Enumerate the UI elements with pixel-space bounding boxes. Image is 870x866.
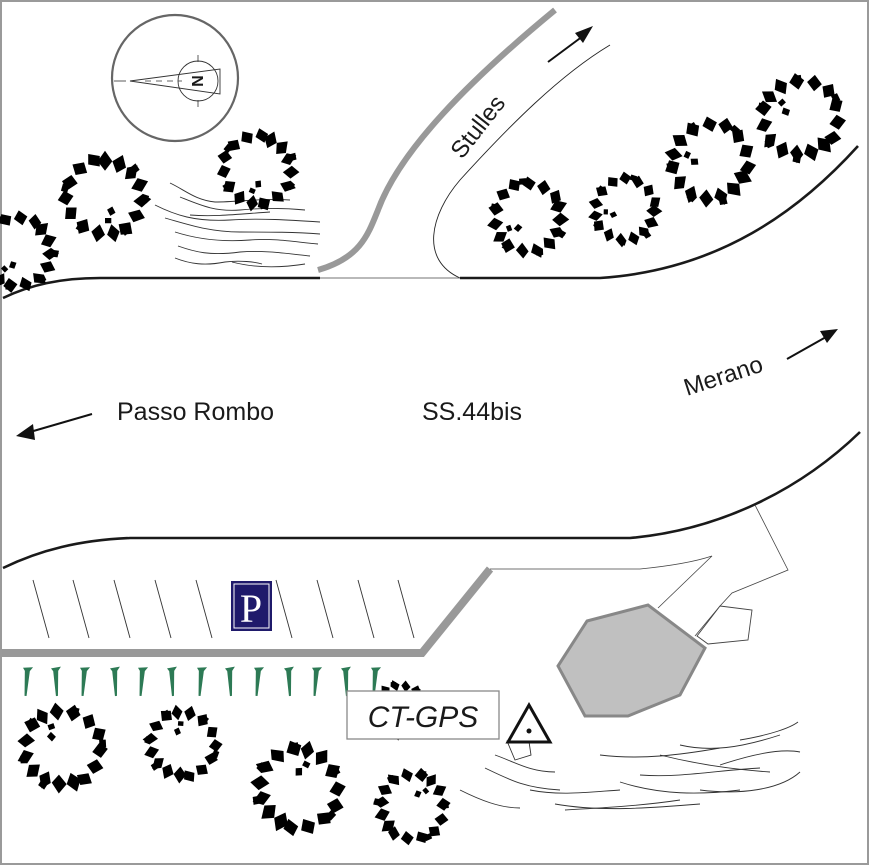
hedge-row bbox=[21, 666, 382, 697]
hedge-icon bbox=[195, 666, 208, 697]
tree-icon bbox=[57, 150, 152, 243]
hedge-icon bbox=[109, 666, 122, 697]
east-arrow-icon bbox=[786, 329, 838, 360]
station-label: CT-GPS bbox=[368, 701, 479, 734]
north-arrow-icon: N bbox=[110, 13, 240, 143]
tree-icon bbox=[202, 114, 313, 224]
grass-patch-north bbox=[154, 182, 321, 268]
hedge-icon bbox=[50, 666, 63, 697]
hedge-icon bbox=[224, 666, 237, 697]
tree-icon bbox=[474, 163, 583, 272]
road-north-edge-west bbox=[2, 276, 320, 300]
hedge-icon bbox=[21, 666, 34, 697]
tree-icon bbox=[587, 170, 664, 249]
parking-stall-line bbox=[397, 579, 415, 639]
passo-rombo-label: Passo Rombo bbox=[117, 398, 274, 426]
building bbox=[556, 603, 707, 718]
parking-stall-line bbox=[32, 579, 50, 639]
access-drive bbox=[694, 504, 789, 637]
hedge-icon bbox=[136, 666, 149, 697]
merano-label: Merano bbox=[681, 351, 767, 402]
parking-stall-line bbox=[195, 579, 213, 639]
grass-patch-south bbox=[459, 721, 801, 811]
road-south-edge bbox=[2, 431, 861, 570]
stulles-inner-edge bbox=[433, 44, 611, 279]
station-label-box: CT-GPS bbox=[346, 690, 500, 740]
stulles-arrow-icon bbox=[547, 26, 593, 63]
hedge-icon bbox=[166, 666, 179, 697]
hedge-icon bbox=[78, 666, 91, 697]
tree-icon bbox=[735, 52, 867, 184]
tree-icon bbox=[3, 689, 122, 807]
tree-icon bbox=[0, 192, 78, 311]
parking-stall-line bbox=[275, 579, 293, 639]
parking-wall bbox=[2, 566, 494, 657]
parking-stall-line bbox=[113, 579, 131, 639]
parking-stall-line bbox=[154, 579, 172, 639]
tree-icon bbox=[232, 723, 364, 854]
access-lane bbox=[490, 555, 713, 609]
parking-letter: P bbox=[240, 586, 262, 631]
hedge-icon bbox=[310, 666, 323, 697]
parking-stall-line bbox=[357, 579, 375, 639]
hedge-icon bbox=[252, 666, 265, 697]
tree-icon bbox=[139, 702, 226, 787]
parking-stalls bbox=[32, 579, 415, 639]
road-north-edge-east bbox=[460, 145, 859, 280]
parking-stall-line bbox=[72, 579, 90, 639]
parking-stall-line bbox=[316, 579, 334, 639]
tree-icon bbox=[356, 750, 468, 863]
compass-letter: N bbox=[188, 75, 205, 87]
hedge-icon bbox=[283, 666, 296, 697]
tree-group bbox=[0, 52, 867, 863]
parking-sign-icon: P bbox=[231, 581, 272, 631]
stulles-wall bbox=[317, 7, 557, 273]
road-name-label: SS.44bis bbox=[422, 398, 522, 426]
shed bbox=[696, 605, 753, 645]
gps-benchmark-triangle-icon bbox=[505, 701, 553, 761]
tree-icon bbox=[649, 100, 772, 224]
west-arrow-icon bbox=[16, 413, 93, 440]
